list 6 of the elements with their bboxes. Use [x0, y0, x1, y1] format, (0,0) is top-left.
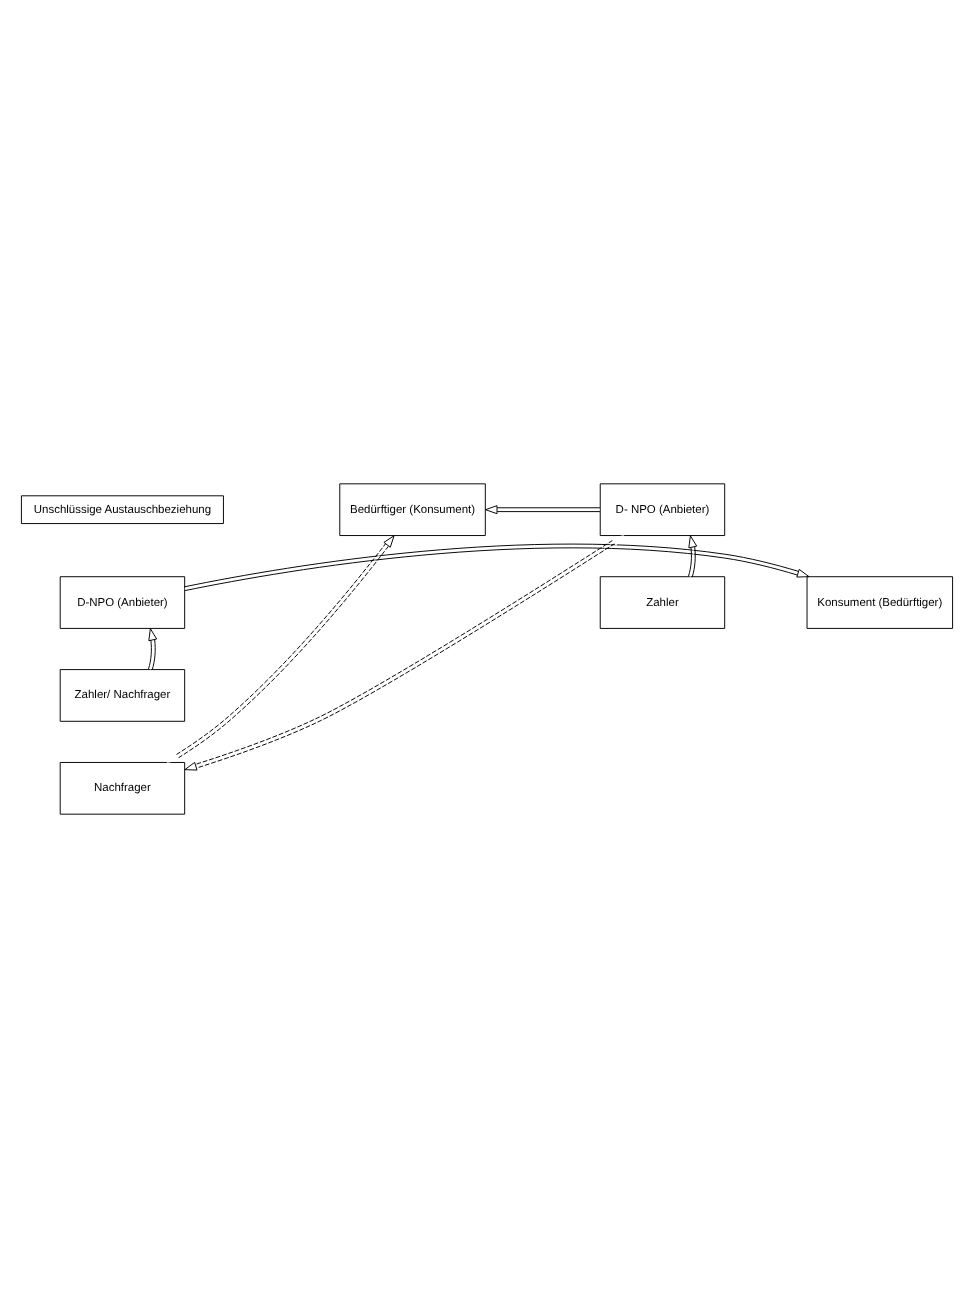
- arrow: [485, 504, 601, 514]
- arrow: [688, 534, 698, 577]
- arrow: [183, 542, 810, 591]
- arrow: [148, 627, 158, 670]
- arrow: [166, 534, 395, 762]
- arrow: [184, 534, 625, 770]
